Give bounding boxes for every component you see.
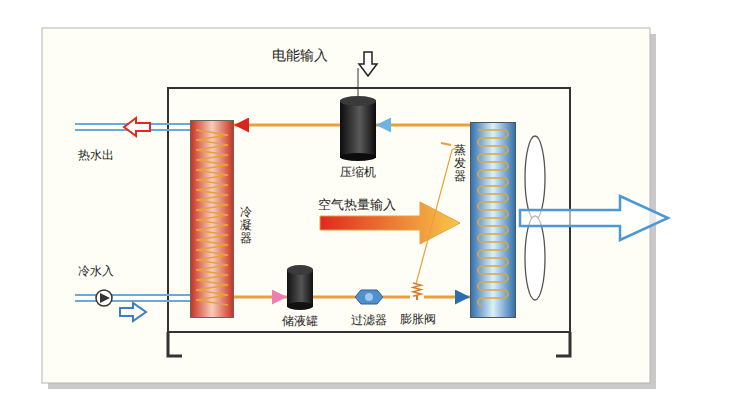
- valve-spring: [413, 283, 421, 296]
- refrigerant-pipe: [234, 296, 287, 299]
- valve-stem: [416, 296, 418, 300]
- fan-blade: [525, 216, 545, 300]
- hot-water-arrow: [124, 118, 150, 136]
- evaporator-box: [471, 123, 516, 318]
- part-label: 膨胀阀: [400, 312, 436, 326]
- input-label: 空气热量输入: [318, 196, 396, 214]
- input-label: 电能输入: [272, 47, 328, 65]
- power-arrow: [359, 52, 377, 76]
- capillary-tube: [416, 146, 458, 284]
- evaporator-shape: [470, 122, 516, 318]
- storage-tank-shape: [287, 264, 313, 310]
- fan-blade: [525, 136, 545, 220]
- storage-tank: 储液罐: [287, 264, 313, 310]
- cylinder-top: [340, 96, 376, 106]
- cylinder-top: [287, 265, 313, 275]
- pipe-label: 冷水入: [78, 263, 114, 280]
- sensor-tick: [441, 143, 451, 145]
- refrigerant-pipe: [383, 296, 410, 299]
- housing: [168, 88, 570, 332]
- expansion-valve-shape: [410, 282, 424, 300]
- refrigerant-pipe: [376, 124, 470, 127]
- water-pump-symbol: [100, 293, 110, 303]
- part-label: 压缩机: [340, 165, 376, 179]
- compressor: 压缩机: [340, 95, 376, 161]
- refrigerant-pipe: [424, 296, 470, 299]
- evaporator: 蒸发器: [470, 122, 516, 318]
- part-label: 储液罐: [282, 314, 318, 328]
- compressor-shape: [340, 95, 376, 161]
- power-lead: [358, 68, 359, 96]
- water-pump: [96, 290, 112, 306]
- evaporator-coil: [478, 130, 508, 306]
- part-label: 冷凝器: [240, 206, 252, 246]
- frame: [42, 28, 650, 383]
- part-label: 蒸发器: [454, 144, 466, 184]
- cold-water-pipe: [75, 295, 190, 301]
- cylinder-bottom: [287, 302, 313, 310]
- refrigerant-pipe: [234, 124, 340, 127]
- cold-water-arrow: [120, 303, 146, 321]
- filter: 过滤器: [355, 289, 383, 305]
- condenser: 冷凝器: [190, 120, 234, 318]
- refrigerant-pipe: [313, 296, 355, 299]
- condenser-shape: [190, 120, 234, 318]
- part-label: 过滤器: [351, 313, 387, 327]
- pipe-label: 热水出: [78, 147, 114, 164]
- cylinder-body: [340, 100, 376, 158]
- housing-legs: [168, 332, 570, 356]
- filter-screen: [365, 293, 373, 301]
- condenser-tank: [191, 121, 234, 318]
- filter-shape: [355, 289, 383, 305]
- exhaust-air-arrow: [520, 196, 668, 240]
- filter-body: [355, 290, 383, 304]
- condenser-coil: [196, 130, 228, 305]
- expansion-valve: 膨胀阀: [410, 282, 424, 300]
- cylinder-bottom: [340, 153, 376, 161]
